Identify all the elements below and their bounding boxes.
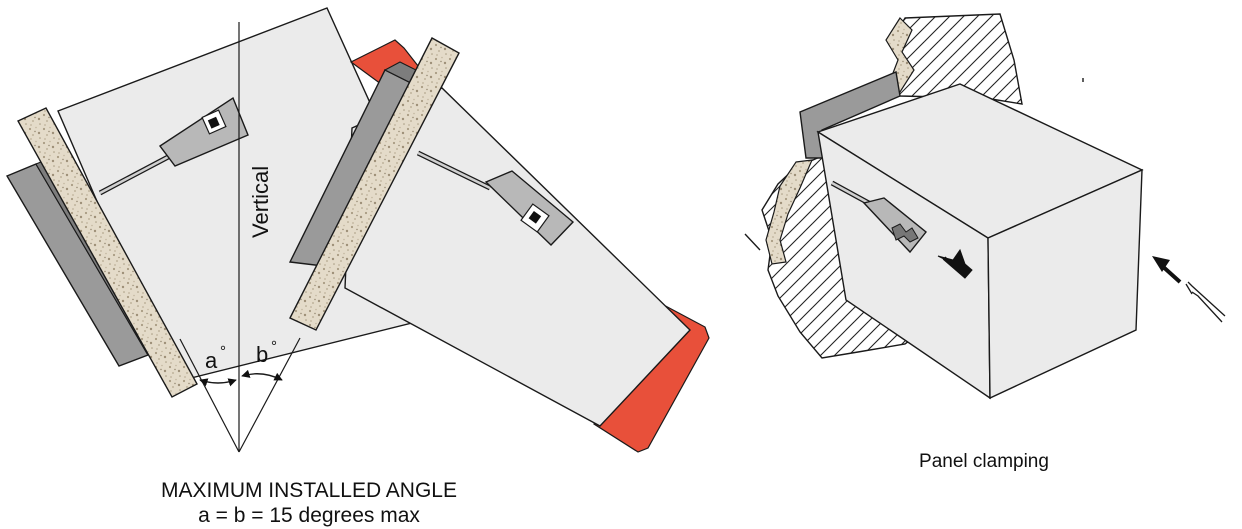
instrument-tilted-right: [288, 37, 710, 453]
angle-a-label: a: [205, 348, 218, 373]
instrument-tilted-left: [5, 7, 465, 398]
angle-line-a: [179, 338, 240, 453]
caption-line-1: MAXIMUM INSTALLED ANGLE: [161, 479, 457, 502]
angle-arc-a: [199, 378, 237, 387]
panel-clamp-icon: [98, 96, 249, 196]
angle-a-degree: °: [220, 343, 226, 360]
angle-line-b: [238, 337, 301, 453]
hatch-stub: [744, 233, 761, 251]
panel-edge: [765, 159, 813, 265]
panel-clamp-icon: [416, 150, 575, 246]
panel-clamping-caption: Panel clamping: [919, 451, 1049, 472]
angle-diagram: Vertical a ° b ° MAXIMUM INSTALLED ANGLE…: [5, 7, 710, 527]
panel-board-right: [289, 37, 460, 331]
case-rear-face: [987, 168, 1143, 400]
vertical-label: Vertical: [248, 166, 273, 238]
panel-clamping-diagram: Panel clamping: [744, 13, 1226, 472]
panel-clamp-icon: [830, 180, 927, 254]
angle-b-degree: °: [271, 338, 277, 355]
angle-arc-b: [241, 369, 283, 381]
panel-board-left: [17, 107, 198, 398]
caption-line-2: a = b = 15 degrees max: [198, 504, 420, 527]
screwdriver-icon: [1185, 281, 1226, 323]
arrow-left-icon: [1152, 256, 1182, 284]
arrow-left-icon: [937, 248, 973, 279]
angle-b-label: b: [256, 342, 268, 367]
